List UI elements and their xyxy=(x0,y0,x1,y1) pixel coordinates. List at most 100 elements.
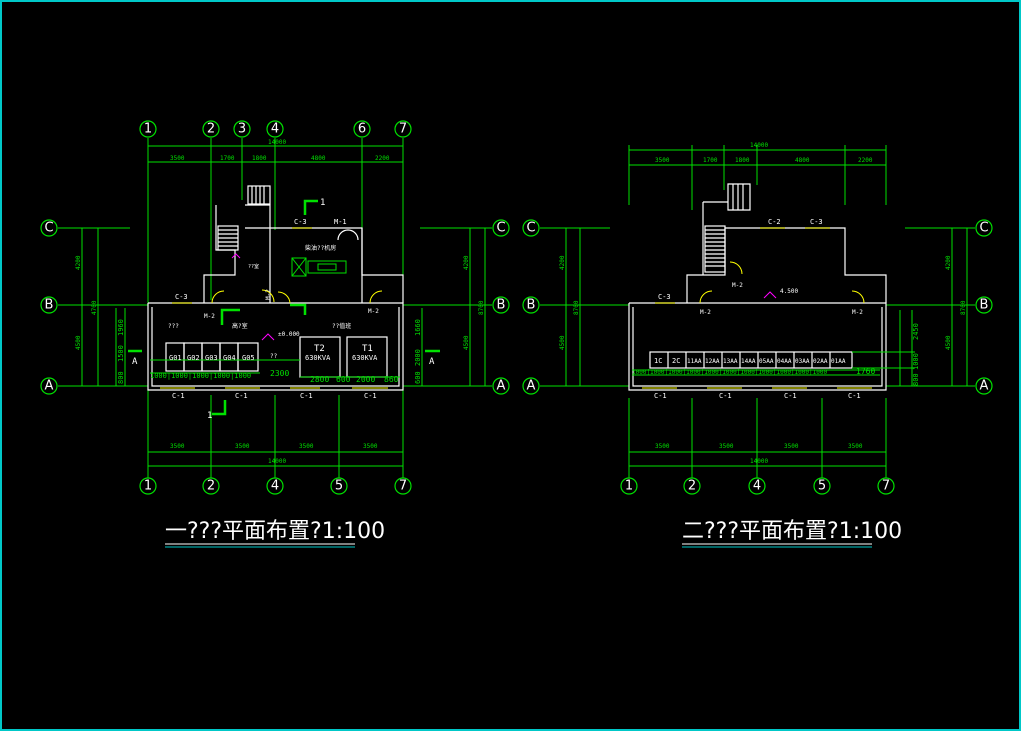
plan1-bottom-dim-4: 3500 xyxy=(363,443,378,450)
plan1-left-dim-1: 4200 xyxy=(75,255,82,270)
plan1-dim-2000: 2000 xyxy=(356,375,375,384)
plan1-label-m2-right: M-2 xyxy=(368,308,379,315)
plan2-dim-800: 800 xyxy=(912,373,920,386)
plan1-grid-right-b: B xyxy=(497,298,506,313)
plan1-grid-right-c: C xyxy=(496,221,505,236)
plan1-label-c1-4: C-1 xyxy=(364,392,377,400)
plan1-label-m1: M-1 xyxy=(334,218,347,226)
plan1-dim-1500: 1500 xyxy=(117,345,125,362)
plan1-overall-dim-top: 14000 xyxy=(268,139,286,146)
plan2-grid-right-c: C xyxy=(979,221,988,236)
plan1-label-c3-left: C-3 xyxy=(175,293,188,301)
plan1-dim-600v: 600 xyxy=(414,371,422,384)
plan1-cabinet-g02: G02 xyxy=(187,354,200,362)
plan1-label-room-b: 高?室 xyxy=(232,322,248,330)
plan2-panel-2c: 2C xyxy=(672,357,680,365)
plan2-right-dim-1: 4200 xyxy=(945,255,952,270)
plan2-top-dim-4: 4800 xyxy=(795,157,810,164)
plan2-grid-left-c: C xyxy=(526,221,535,236)
plan1-label-m2-mid: M-2 xyxy=(265,289,272,300)
plan2-top-dim-1: 3500 xyxy=(655,157,670,164)
plan1-grid-bottom-1: 1 xyxy=(144,479,152,494)
plan1-grid-bottom-5: 5 xyxy=(335,479,343,494)
plan2-panel-13aa: 13AA xyxy=(723,358,738,365)
plan1-section-mark-top: 1 xyxy=(320,198,325,208)
plan1-dim-1960: 1960 xyxy=(117,319,125,336)
plan1-top-dim-4: 4800 xyxy=(311,155,326,162)
plan1-dim-row: 1000|1000|1000|1000|1000 xyxy=(150,372,251,380)
plan1-transformer-t1: T1 xyxy=(362,344,373,354)
plan2-left-dim-1: 4200 xyxy=(559,255,566,270)
plan1-grid-bottom-7: 7 xyxy=(399,479,407,494)
plan2-label-c3-top: C-3 xyxy=(810,218,823,226)
plan2-dim-row: 1000|1000|1000|1000|1000|1000|1000|1000|… xyxy=(632,369,827,376)
plan2-grid-bottom-1: 1 xyxy=(625,479,633,494)
plan1-grid-bottom-2: 2 xyxy=(207,479,215,494)
plan2-top-dim-2: 1700 xyxy=(703,157,718,164)
plan2-panel-12aa: 12AA xyxy=(705,358,720,365)
plan1-grid-top-2: 2 xyxy=(207,122,215,137)
plan2-dim-1760: 1760 xyxy=(856,367,875,376)
plan2-grid-bottom-2: 2 xyxy=(688,479,696,494)
plan2-label-c1-2: C-1 xyxy=(719,392,732,400)
plan2-label-c1-3: C-1 xyxy=(784,392,797,400)
plan1-grid-top-1: 1 xyxy=(144,122,152,137)
plan1-floor-plan: 14000 3500 1700 1800 4800 2200 4200 4700… xyxy=(40,120,510,548)
plan2-panels xyxy=(649,351,853,369)
plan2-panel-11aa: 11AA xyxy=(687,358,702,365)
plan2-panel-1c: 1C xyxy=(654,357,662,365)
plan1-dim-2800: 2800 xyxy=(310,375,329,384)
plan1-left-dim-3: 4500 xyxy=(75,335,82,350)
plan1-dim-1660: 1660 xyxy=(414,319,422,336)
plan2-bottom-dim-3: 3500 xyxy=(784,443,799,450)
plan1-grid-top-3: 3 xyxy=(238,122,246,137)
plan1-dim-600: 600 xyxy=(336,375,351,384)
plan2-label-c1-4: C-1 xyxy=(848,392,861,400)
plan1-bottom-dim-1: 3500 xyxy=(170,443,185,450)
plan2-panel-14aa: 14AA xyxy=(741,358,756,365)
plan2-overall-dim-top: 14000 xyxy=(750,142,768,149)
plan1-label-c1-2: C-1 xyxy=(235,392,248,400)
plan2-top-dim-3: 1800 xyxy=(735,157,750,164)
plan2-label-m2-mid: M-2 xyxy=(732,282,743,289)
plan2-right-dim-3: 4500 xyxy=(945,335,952,350)
plan1-right-dim-2: 8700 xyxy=(478,300,485,315)
plan2-top-dim-5: 2200 xyxy=(858,157,873,164)
plan2-floor-plan: 14000 3500 1700 1800 4800 2200 4200 8700… xyxy=(522,142,993,548)
plan2-panel-02aa: 02AA xyxy=(813,358,828,365)
plan2-label-c2: C-2 xyxy=(768,218,781,226)
plan1-top-dim-5: 2200 xyxy=(375,155,390,162)
plan1-transformer-t2-capacity: 630KVA xyxy=(305,354,331,362)
plan1-right-dim-1: 4200 xyxy=(463,255,470,270)
plan2-grid-right-a: A xyxy=(980,379,989,394)
plan2-label-m2-right: M-2 xyxy=(852,309,863,316)
plan1-label-room-a: ??? xyxy=(168,323,179,330)
plan1-grid-left-c: C xyxy=(44,221,53,236)
plan1-right-dim-3: 4500 xyxy=(463,335,470,350)
plan2-panel-04aa: 04AA xyxy=(777,358,792,365)
plan1-grid-top-7: 7 xyxy=(399,122,407,137)
plan1-elevation: ±0.000 xyxy=(278,331,300,338)
plan1-label-generator-room: 柴油??机房 xyxy=(305,244,336,252)
plan1-transformer-t2: T2 xyxy=(314,344,325,354)
plan2-panel-03aa: 03AA xyxy=(795,358,810,365)
plan1-title: 一???平面布置?1:100 xyxy=(165,519,385,544)
plan2-grid-bottom-4: 4 xyxy=(753,479,761,494)
plan2-elevation: 4.500 xyxy=(780,288,798,295)
plan2-bottom-dim-4: 3500 xyxy=(848,443,863,450)
plan1-section-mark-bottom: 1 xyxy=(207,411,212,421)
plan1-grid-bottom-4: 4 xyxy=(271,479,279,494)
plan1-grid-top-6: 6 xyxy=(358,122,366,137)
plan2-grid-bottom-5: 5 xyxy=(818,479,826,494)
plan1-label-m2-left: M-2 xyxy=(204,313,215,320)
plan2-grid-right-b: B xyxy=(980,298,989,313)
plan1-top-dim-3: 1800 xyxy=(252,155,267,162)
plan2-bottom-dim-2: 3500 xyxy=(719,443,734,450)
plan1-generator xyxy=(291,257,347,277)
plan2-dim-1000: 1000 xyxy=(912,353,920,370)
plan1-stair xyxy=(217,185,271,251)
plan1-grid-left-b: B xyxy=(45,298,54,313)
plan1-cabinet-g05: G05 xyxy=(242,354,255,362)
plan2-right-dim-2: 8700 xyxy=(960,300,967,315)
